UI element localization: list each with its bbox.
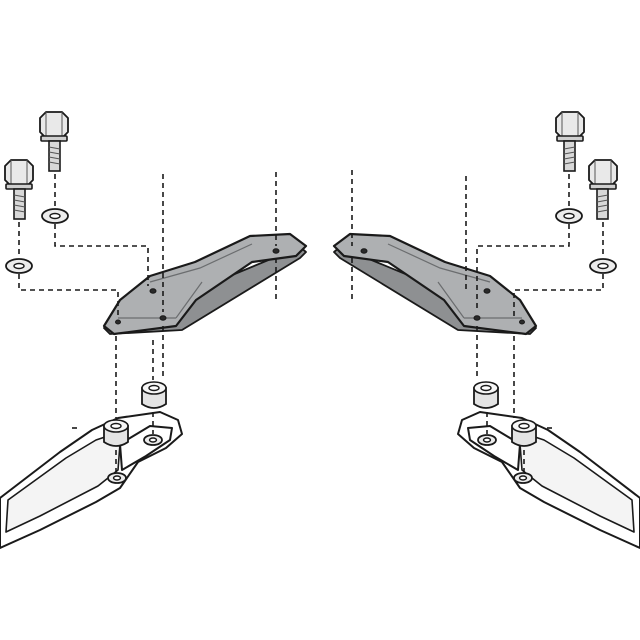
right-washer-front	[589, 258, 617, 274]
left-spacer-front	[103, 419, 129, 447]
left-frame-rail	[0, 411, 183, 549]
plate-hole	[360, 248, 368, 254]
right-frame-rail	[457, 411, 640, 549]
plate-hole	[272, 248, 280, 254]
right-side-assembly	[332, 111, 640, 549]
right-mounting-plate	[332, 232, 538, 336]
plate-hole	[473, 315, 481, 321]
left-spacer-rear	[141, 381, 167, 409]
left-washer-rear	[41, 208, 69, 224]
right-spacer-front	[511, 419, 537, 447]
left-mounting-plate	[102, 232, 308, 336]
plate-hole	[159, 315, 167, 321]
plate-hole	[483, 288, 491, 294]
left-guide-lines	[18, 172, 277, 472]
right-bolt-front	[588, 159, 618, 220]
right-bolt-rear	[555, 111, 585, 172]
plate-hole	[115, 319, 121, 325]
left-bolt-rear	[39, 111, 69, 172]
right-washer-rear	[555, 208, 583, 224]
left-bolt-front	[4, 159, 34, 220]
right-guide-lines	[351, 170, 604, 472]
right-spacer-rear	[473, 381, 499, 409]
plate-hole	[519, 319, 525, 325]
plate-hole	[149, 288, 157, 294]
left-washer-front	[5, 258, 33, 274]
